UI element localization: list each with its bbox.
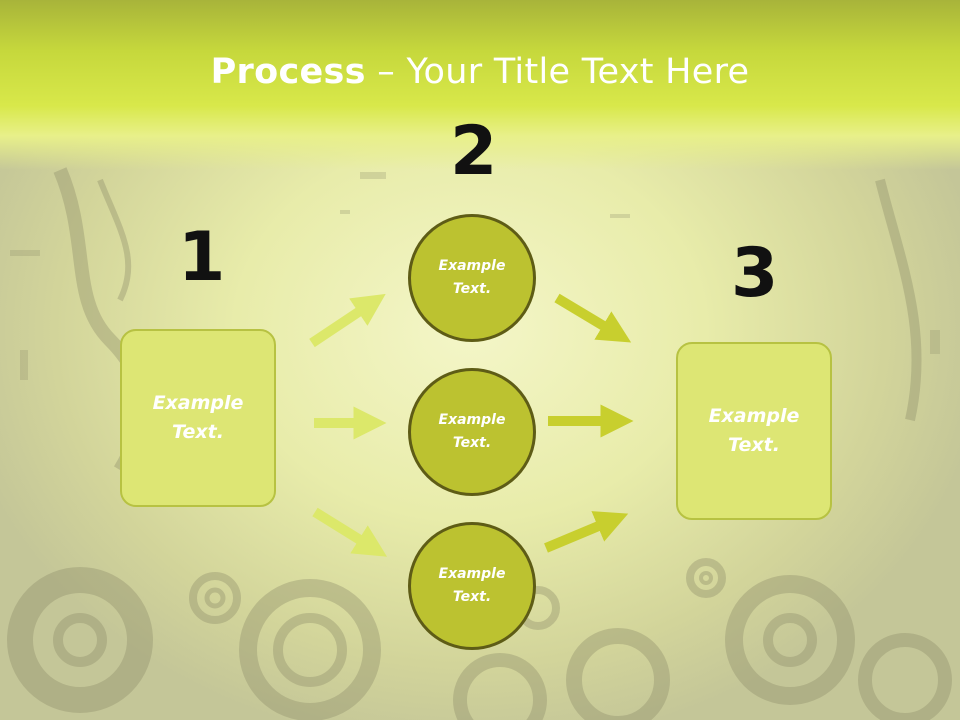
vine-stroke: [97, 178, 132, 302]
arrow-to-circle-top: [309, 293, 386, 348]
title-bold: Process: [210, 52, 366, 92]
step-1-box-text: Example Text.: [152, 392, 244, 443]
arrow-from-circle-top: [554, 293, 632, 343]
slide-title: Process – Your Title Text Here: [0, 52, 960, 92]
title-rest: – Your Title Text Here: [365, 52, 750, 92]
arrow-from-circle-bottom: [544, 511, 629, 553]
step-number-3: 3: [731, 234, 779, 313]
step-number-2: 2: [450, 112, 498, 191]
step-1-box: Example Text.: [120, 329, 276, 507]
step-2-circle-middle: Example Text.: [408, 368, 536, 496]
step-3-box-text: Example Text.: [708, 405, 800, 456]
circle-text: Example Text.: [438, 566, 506, 605]
circle-text: Example Text.: [438, 412, 506, 451]
title-bar: [0, 0, 960, 170]
arrow-to-circle-bottom: [312, 507, 388, 557]
step-number-1: 1: [178, 218, 226, 297]
step-2-circle-top: Example Text.: [408, 214, 536, 342]
step-3-box: Example Text.: [676, 342, 832, 520]
vine-stroke: [875, 178, 922, 422]
step-2-circle-bottom: Example Text.: [408, 522, 536, 650]
circle-text: Example Text.: [438, 258, 506, 297]
